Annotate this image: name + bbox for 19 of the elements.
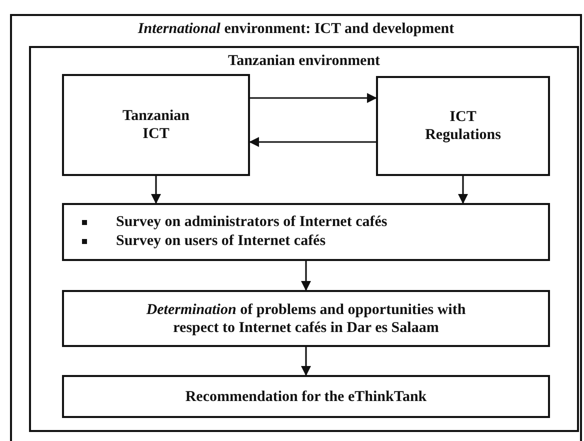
box-label: ICT Regulations [425,108,501,144]
process-box [376,76,550,176]
process-box [62,74,250,176]
arrow [249,137,376,147]
arrow [250,93,377,103]
box-label: Determination of problems and opportunities with respect to Internet cafés in Dar es Salaam [145,300,467,336]
arrow [151,176,161,204]
group-title: International environment: ICT and development [138,20,454,38]
arrow [301,261,311,291]
group-title: Tanzanian environment [228,52,380,70]
list-item: Survey on users of Internet cafés [116,232,326,251]
process-box [62,375,550,418]
arrow [458,176,468,204]
box-label: Tanzanian ICT [122,107,190,143]
list-item: Survey on administrators of Internet cafés [116,213,388,232]
arrow [301,347,311,376]
box-label: Recommendation for the eThinkTank [185,388,427,406]
process-box [62,290,550,347]
process-box [62,203,550,261]
